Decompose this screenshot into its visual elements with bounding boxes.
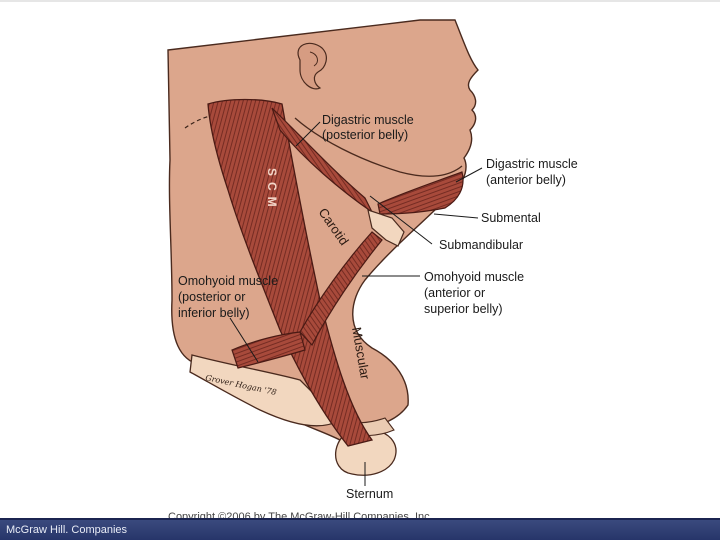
leader-lines [229,121,483,486]
omohyoid-anterior-belly [299,231,383,347]
footer-publisher-text: McGraw Hill. Companies [6,524,128,536]
top-border-line [0,0,720,2]
omohyoid-posterior-label-line1: Omohyoid muscle [178,274,278,288]
clavicle-bone [189,354,342,427]
digastric-anterior-label-line1: Digastric muscle [486,157,578,171]
digastric-anterior-belly [377,171,464,215]
ear-inner [309,51,318,67]
omohyoid-anterior-label-line1: Omohyoid muscle [424,270,524,284]
omohyoid-anterior-label-line3: superior belly) [424,302,503,316]
ear-outline [297,42,327,90]
footer-bar: McGraw Hill. Companies [0,518,720,540]
hyoid-bone [367,209,405,247]
submental-label: Submental [481,211,541,225]
jaw-contour [294,117,463,177]
submandibular-label: Submandibular [439,238,523,252]
digastric-anterior-label-line2: (anterior belly) [486,173,566,187]
omohyoid-posterior-label-line3: inferior belly) [178,306,250,320]
digastric-posterior-label-line2: (posterior belly) [322,128,408,142]
scm-region-label: SCM [265,168,279,213]
sternum-label: Sternum [346,487,393,501]
omohyoid-posterior-belly [231,331,306,369]
digastric-posterior-label-line1: Digastric muscle [322,113,414,127]
omohyoid-anterior-label-line2: (anterior or [424,286,485,300]
omohyoid-posterior-label-line2: (posterior or [178,290,245,304]
